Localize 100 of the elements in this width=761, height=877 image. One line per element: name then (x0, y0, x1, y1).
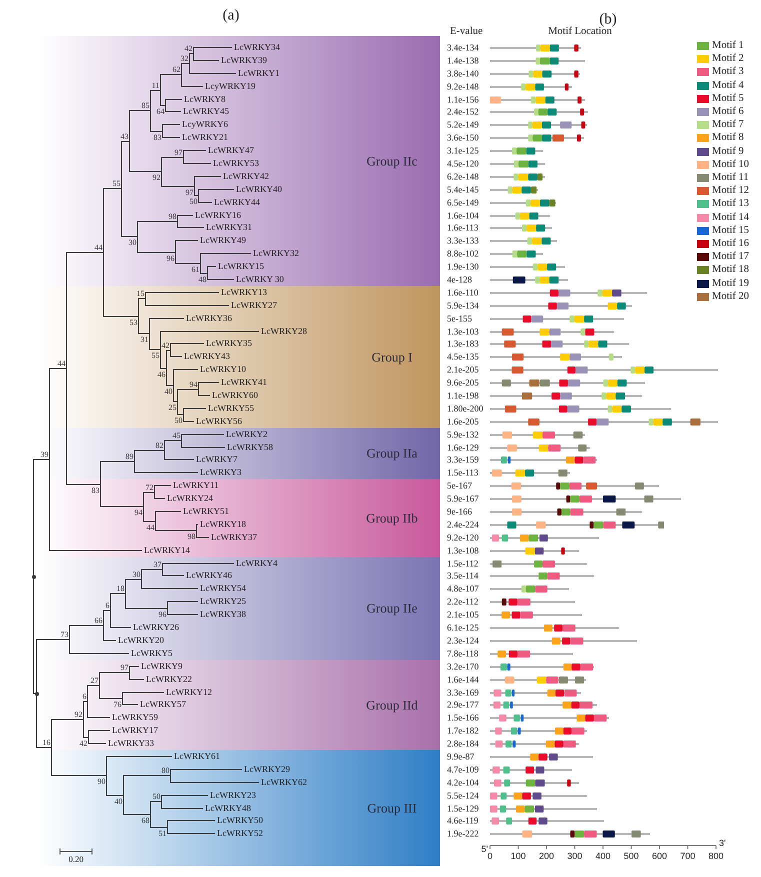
tree-branch (69, 625, 104, 640)
e-value-text: 6.5e-149 (447, 197, 479, 208)
tree-branch (141, 579, 198, 589)
bootstrap-value: 45 (172, 430, 180, 440)
gene-label: LcWRKY2 (224, 428, 268, 440)
e-value-text: 9.2e-120 (447, 532, 479, 543)
tree-branch (161, 795, 208, 802)
tree-branch (160, 90, 166, 106)
gene-label: LcWRKY25 (198, 595, 246, 607)
tree-branch (160, 74, 182, 91)
gene-label: LcWRKY43 (182, 350, 230, 362)
gene-label: LcWRKY9 (139, 660, 182, 672)
bootstrap-value: 30 (128, 238, 136, 246)
axis-tick-label: 700 (680, 851, 696, 861)
bootstrap-value: 76 (114, 700, 122, 708)
e-value-text: 3.5e-114 (447, 570, 478, 581)
group-label: Group IIe (366, 600, 418, 616)
tree-branch (181, 63, 190, 75)
bootstrap-value: 43 (120, 132, 128, 140)
gene-label: LcWRKY1 (236, 67, 280, 79)
e-value-text: 1.3e-108 (447, 545, 479, 556)
column-header: Motif Location (548, 26, 612, 38)
strand-end-label: 5' (481, 844, 488, 854)
e-value-text: 6.2e-148 (447, 171, 479, 182)
e-value-text: 3.4e-134 (447, 42, 479, 53)
gene-label: LcWRKY46 (184, 569, 232, 581)
e-value-text: 1.6e-113 (447, 222, 478, 233)
tree-branch (121, 188, 138, 237)
gene-label: LcWRKY29 (242, 763, 290, 775)
bootstrap-value: 73 (60, 630, 68, 638)
e-value-text: 1.6e-110 (447, 287, 478, 298)
bootstrap-value: 66 (94, 616, 102, 624)
e-value-text: 5.9e-132 (447, 429, 479, 440)
tree-branch (183, 408, 206, 415)
tree-branch (33, 459, 50, 577)
tree-branch (181, 74, 204, 87)
gene-label: LcWRKY23 (208, 789, 256, 801)
e-value-text: 3.8e-140 (447, 68, 479, 79)
tree-branch (150, 801, 162, 815)
tree-branch (49, 368, 67, 460)
tree-branch (103, 252, 139, 317)
tree-branch (103, 188, 122, 253)
gene-label: LcWRKY24 (165, 492, 213, 504)
bootstrap-value: 97 (186, 188, 194, 196)
bootstrap-value: 98 (188, 532, 196, 540)
legend-label: Motif 4 (712, 80, 744, 92)
axis-tick-label: 500 (624, 851, 639, 861)
bootstrap-value: 31 (140, 334, 148, 344)
bootstrap-value: 16 (42, 738, 50, 746)
tree-branch (170, 769, 242, 776)
e-value-text: 1.9e-222 (447, 828, 479, 839)
bootstrap-value: 30 (132, 570, 140, 578)
gene-label: LcWRKY16 (193, 209, 241, 221)
tree-branch (122, 692, 164, 699)
bootstrap-value: 92 (152, 172, 160, 182)
gene-label: LcWRKY44 (212, 196, 260, 208)
e-value-text: 1.6e-205 (447, 416, 479, 427)
legend-label: Motif 20 (712, 291, 750, 303)
gene-label: LcWRKY59 (110, 711, 158, 723)
tree-branch (87, 685, 100, 702)
tree-branch (164, 440, 182, 451)
tree-branch (207, 273, 234, 280)
branch-point (32, 574, 36, 578)
bootstrap-value: 97 (174, 148, 182, 156)
bootstrap-value: 15 (136, 288, 144, 298)
gene-label: LcWRKY32 (251, 247, 299, 259)
tree-branch (103, 625, 116, 641)
gene-label: LcWRKY53 (211, 157, 259, 169)
tree-branch (161, 157, 184, 172)
gene-label: LcWRKY45 (181, 105, 229, 117)
gene-label: LcyWRKY6 (180, 118, 228, 130)
e-value-text: 2.8e-184 (447, 738, 479, 749)
tree-branch (155, 521, 197, 531)
gene-label: LcWRKY14 (142, 544, 190, 556)
tree-branch (167, 827, 216, 834)
tree-branch (36, 693, 52, 748)
bootstrap-value: 50 (190, 196, 198, 206)
gene-label: LcWRKY7 (194, 453, 238, 465)
bootstrap-value: 97 (120, 662, 128, 672)
tree-branch (177, 215, 194, 222)
bootstrap-value: 92 (74, 710, 82, 718)
axis-tick-label: 200 (538, 851, 554, 861)
gene-label: LcWRKY52 (215, 827, 263, 839)
tree-branch (167, 601, 198, 609)
axis-tick-label: 800 (708, 851, 724, 861)
column-header: E-value (450, 26, 483, 38)
tree-branch (198, 195, 212, 203)
bootstrap-value: 6 (82, 692, 86, 700)
tree-branch (193, 53, 220, 61)
bootstrap-value: 83 (92, 486, 100, 494)
e-value-text: 9e-166 (447, 506, 472, 517)
bootstrap-value: 64 (156, 106, 164, 116)
tree-branch (183, 150, 206, 158)
tree-branch (175, 240, 198, 253)
bootstrap-value: 40 (114, 796, 122, 806)
tree-branch (137, 236, 176, 253)
gene-label: LcWRKY21 (180, 131, 228, 143)
gene-label: LcWRKY34 (232, 41, 280, 53)
e-value-text: 2.2e-112 (447, 596, 478, 607)
tree-branch (170, 350, 182, 357)
